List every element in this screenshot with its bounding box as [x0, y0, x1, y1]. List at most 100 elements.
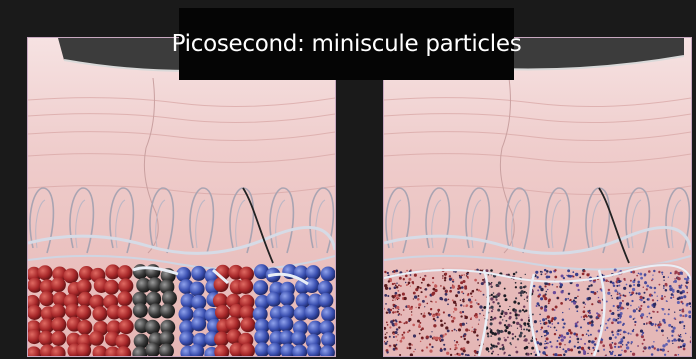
blue-pigment-particle	[545, 340, 547, 342]
black-pigment-particle	[527, 297, 528, 298]
red-pigment-particle	[454, 349, 455, 350]
blue-pigment-particle	[582, 334, 584, 336]
red-pigment-particle	[451, 330, 453, 332]
blue-pigment-particle	[651, 294, 653, 296]
red-pigment-particle	[479, 305, 482, 308]
blue-pigment-particle	[570, 299, 572, 301]
blue-pigment-particle	[545, 330, 548, 333]
red-pigment-particle	[454, 344, 456, 346]
red-pigment-particle	[417, 286, 420, 289]
red-pigment-particle	[444, 333, 446, 335]
red-pigment-particle	[474, 350, 477, 353]
tattoo-pigment-clusters	[28, 264, 335, 356]
blue-pigment-particle	[542, 294, 545, 297]
red-pigment-particle	[402, 293, 405, 296]
blue-pigment-particle	[540, 273, 542, 275]
red-pigment-particle	[447, 329, 450, 332]
blue-pigment-particle	[537, 289, 539, 291]
blue-pigment-particle	[638, 292, 641, 295]
blue-pigment-particle	[547, 325, 549, 327]
blue-pigment-particle	[545, 318, 547, 320]
black-pigment-particle	[528, 329, 531, 332]
red-pigment-particle	[470, 292, 472, 294]
blue-pigment-particle	[631, 291, 634, 294]
blue-pigment-particle	[685, 333, 687, 335]
red-pigment-particle	[429, 349, 432, 352]
blue-pigment-particle	[581, 316, 582, 317]
blue-pigment-particle	[592, 347, 594, 349]
red-pigment-particle	[480, 291, 482, 293]
black-pigment-particle	[527, 323, 530, 326]
red-pigment-particle	[408, 318, 411, 321]
blue-pigment-particle	[629, 315, 632, 318]
red-pigment-particle	[440, 340, 442, 342]
black-pigment-particle	[502, 344, 504, 346]
black-pigment-particle	[520, 332, 523, 335]
blue-pigment-particle	[550, 345, 552, 347]
red-pigment-particle	[453, 317, 456, 320]
red-pigment-particle	[405, 321, 408, 324]
blue-pigment-particle	[622, 344, 624, 346]
red-pigment-particle	[461, 353, 464, 356]
blue-pigment-particle	[683, 327, 685, 329]
red-pigment-particle	[394, 286, 397, 289]
blue-pigment-particle	[676, 340, 677, 341]
red-pigment-particle	[389, 346, 390, 347]
red-pigment-particle	[394, 295, 397, 298]
blue-pigment-particle	[653, 323, 655, 325]
red-pigment-particle	[443, 344, 445, 346]
black-pigment-particle	[519, 286, 522, 289]
blue-pigment-particle	[618, 285, 620, 287]
red-pigment-particle	[430, 301, 431, 302]
red-pigment-particle	[477, 339, 479, 341]
red-pigment-particle	[458, 285, 461, 288]
blue-pigment-particle	[546, 337, 549, 340]
blue-pigment-particle	[655, 323, 657, 325]
blue-pigment-particle	[672, 343, 673, 344]
red-pigment-particle	[457, 353, 458, 354]
red-pigment-particle	[471, 317, 472, 318]
red-pigment-particle	[387, 272, 389, 274]
red-pigment-particle	[426, 346, 428, 348]
blue-pigment-particle	[680, 346, 682, 348]
black-pigment-particle	[491, 345, 493, 347]
red-pigment-particle	[422, 278, 425, 281]
blue-pigment-particle	[617, 333, 620, 336]
black-pigment-particle	[528, 343, 529, 344]
red-pigment-particle	[460, 304, 462, 306]
red-pigment-particle	[405, 274, 408, 277]
red-pigment-particle	[400, 340, 403, 343]
red-pigment-particle	[411, 314, 412, 315]
title-banner: Picosecond: miniscule particles	[179, 8, 514, 80]
blue-pigment-particle	[633, 318, 635, 320]
blue-pigment-particle	[569, 275, 572, 278]
blue-pigment-particle	[669, 285, 672, 288]
black-pigment-particle	[523, 305, 525, 307]
red-pigment-particle	[388, 280, 390, 282]
black-pigment-particle	[487, 335, 489, 337]
black-pigment-particle	[526, 292, 528, 294]
blue-pigment-particle	[644, 347, 646, 349]
red-pigment-particle	[393, 333, 395, 335]
red-pigment-particle	[410, 269, 412, 271]
blue-pigment-particle	[673, 327, 676, 330]
red-pigment-particle	[403, 322, 405, 324]
blue-pigment-particle	[652, 274, 653, 275]
blue-pigment-ball	[305, 305, 320, 320]
blue-pigment-particle	[649, 312, 651, 314]
red-pigment-particle	[396, 286, 399, 289]
black-pigment-particle	[509, 306, 510, 307]
blue-pigment-particle	[546, 334, 548, 336]
red-pigment-particle	[413, 334, 416, 337]
black-pigment-particle	[497, 309, 500, 312]
red-pigment-particle	[405, 282, 406, 283]
blue-pigment-particle	[611, 295, 612, 296]
blue-pigment-particle	[637, 345, 638, 346]
red-pigment-particle	[433, 314, 435, 316]
red-pigment-particle	[459, 276, 462, 279]
red-pigment-particle	[407, 347, 408, 348]
blue-pigment-particle	[671, 340, 673, 342]
red-pigment-ball	[117, 265, 132, 280]
blue-pigment-particle	[535, 271, 538, 274]
blue-pigment-particle	[617, 314, 619, 316]
